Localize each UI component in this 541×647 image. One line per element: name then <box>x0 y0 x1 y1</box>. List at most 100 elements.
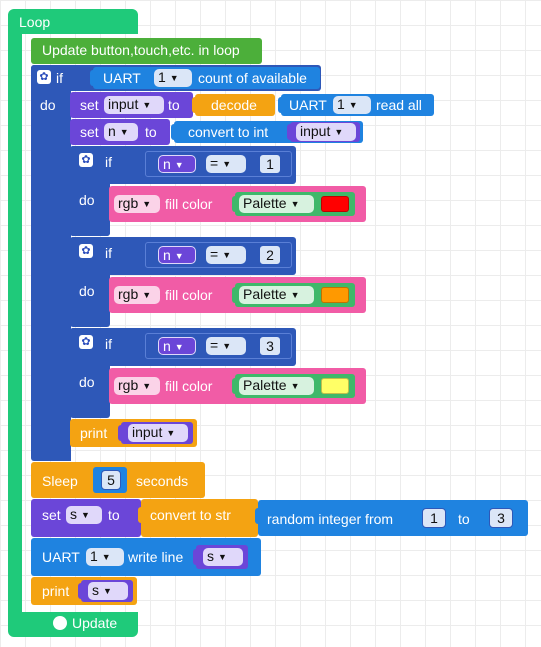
rgb-dropdown[interactable]: rgb▼ <box>114 377 160 395</box>
dropdown-arrow-icon: ▼ <box>290 290 300 300</box>
read-all-label: read all <box>376 97 422 113</box>
if-uart-block[interactable] <box>31 65 71 461</box>
gear-icon[interactable]: ✿ <box>37 70 51 84</box>
palette-connector <box>232 196 238 212</box>
dropdown-arrow-icon: ▼ <box>142 199 152 209</box>
uart-port-dropdown[interactable]: 1▼ <box>86 548 124 566</box>
rgb-dropdown[interactable]: rgb▼ <box>114 286 160 304</box>
fill-color-label: fill color <box>165 196 213 212</box>
uart-port-value: 1 <box>337 96 345 112</box>
var-n-dropdown[interactable]: n▼ <box>158 246 196 264</box>
operator-dropdown[interactable]: =▼ <box>206 246 246 264</box>
var-n-value: n <box>163 338 171 354</box>
sleep-seconds-input[interactable]: 5 <box>101 470 121 490</box>
gear-icon[interactable]: ✿ <box>79 335 93 349</box>
uart-port-value: 1 <box>90 548 98 564</box>
var-n-dropdown[interactable]: n▼ <box>158 155 196 173</box>
if-n-1-footer <box>70 224 110 236</box>
color-swatch[interactable] <box>321 196 349 212</box>
convert-to-str-block[interactable] <box>141 499 258 537</box>
number-input[interactable]: 3 <box>259 336 281 356</box>
dropdown-arrow-icon: ▼ <box>103 586 112 596</box>
dropdown-arrow-icon: ▼ <box>348 100 358 110</box>
dropdown-arrow-icon: ▼ <box>142 290 152 300</box>
dropdown-arrow-icon: ▼ <box>222 159 232 169</box>
var-n-dropdown[interactable]: n▼ <box>104 123 138 141</box>
rgb-value: rgb <box>118 195 139 211</box>
rgb-value: rgb <box>118 377 139 393</box>
random-integer-label: random integer from <box>267 511 394 527</box>
count-of-available-label: count of available <box>198 70 307 86</box>
dropdown-arrow-icon: ▼ <box>169 73 179 83</box>
dropdown-arrow-icon: ▼ <box>81 510 90 520</box>
uart-port-value: 1 <box>158 69 166 85</box>
do-label: do <box>79 374 95 390</box>
gear-icon[interactable]: ✿ <box>79 153 93 167</box>
set-label: set <box>80 97 99 113</box>
color-swatch[interactable] <box>321 378 349 394</box>
random-connector <box>255 508 261 524</box>
var-n-dropdown[interactable]: n▼ <box>158 337 196 355</box>
to-label: to <box>458 511 470 527</box>
random-integer-block[interactable] <box>258 500 528 536</box>
s-var-connector <box>78 583 84 599</box>
dropdown-arrow-icon: ▼ <box>174 251 184 261</box>
update-button[interactable]: Update <box>48 612 136 634</box>
circle-icon <box>53 616 67 630</box>
dropdown-arrow-icon: ▼ <box>142 100 152 110</box>
var-n-value: n <box>163 247 171 263</box>
color-swatch[interactable] <box>321 287 349 303</box>
if-label: if <box>105 336 112 352</box>
convert-to-int-label: convert to int <box>188 124 269 140</box>
update-in-loop-block[interactable] <box>31 38 262 64</box>
random-from-input[interactable]: 1 <box>422 508 446 528</box>
uart-port-dropdown[interactable]: 1▼ <box>154 69 192 87</box>
dropdown-arrow-icon: ▼ <box>174 160 184 170</box>
palette-dropdown[interactable]: Palette▼ <box>239 377 314 395</box>
uart-count-connector <box>90 70 96 86</box>
convert-to-str-label: convert to str <box>150 507 231 523</box>
operator-value: = <box>210 155 219 171</box>
uart-count-block[interactable] <box>93 67 320 89</box>
to-label: to <box>168 97 180 113</box>
var-n-value: n <box>163 156 171 172</box>
do-label: do <box>40 97 56 113</box>
loop-label: Loop <box>19 14 51 30</box>
do-label: do <box>79 192 95 208</box>
random-to-input[interactable]: 3 <box>489 508 513 528</box>
number-input[interactable]: 2 <box>259 245 281 265</box>
var-n-value: n <box>108 123 116 139</box>
input-var-connector <box>118 425 124 441</box>
to-label: to <box>108 507 120 523</box>
uart-port-dropdown[interactable]: 1▼ <box>333 96 371 114</box>
convert-int-connector <box>171 124 177 140</box>
dropdown-arrow-icon: ▼ <box>290 199 300 209</box>
set-label: set <box>42 507 61 523</box>
decode-connector <box>192 97 198 113</box>
palette-dropdown[interactable]: Palette▼ <box>239 195 314 213</box>
palette-value: Palette <box>243 286 287 302</box>
var-s-dropdown[interactable]: s▼ <box>88 582 128 600</box>
var-input-dropdown[interactable]: input▼ <box>128 424 188 442</box>
decode-block[interactable] <box>195 94 275 116</box>
var-s-value: s <box>92 582 99 598</box>
var-s-dropdown[interactable]: s▼ <box>203 548 243 566</box>
decode-label: decode <box>211 97 257 113</box>
var-input-value: input <box>132 424 163 440</box>
dropdown-arrow-icon: ▼ <box>101 552 111 562</box>
rgb-dropdown[interactable]: rgb▼ <box>114 195 160 213</box>
fill-color-label: fill color <box>165 378 213 394</box>
operator-dropdown[interactable]: =▼ <box>206 337 246 355</box>
palette-dropdown[interactable]: Palette▼ <box>239 286 314 304</box>
operator-dropdown[interactable]: =▼ <box>206 155 246 173</box>
gear-icon[interactable]: ✿ <box>79 244 93 258</box>
var-input-dropdown[interactable]: input▼ <box>296 123 356 141</box>
dropdown-arrow-icon: ▼ <box>334 127 344 137</box>
if-label: if <box>56 70 63 86</box>
var-input-dropdown[interactable]: input▼ <box>104 96 164 114</box>
number-input[interactable]: 1 <box>259 154 281 174</box>
set-label: set <box>80 124 99 140</box>
to-label: to <box>145 124 157 140</box>
var-s-dropdown[interactable]: s▼ <box>66 506 102 524</box>
uart-label: UART <box>103 70 141 86</box>
